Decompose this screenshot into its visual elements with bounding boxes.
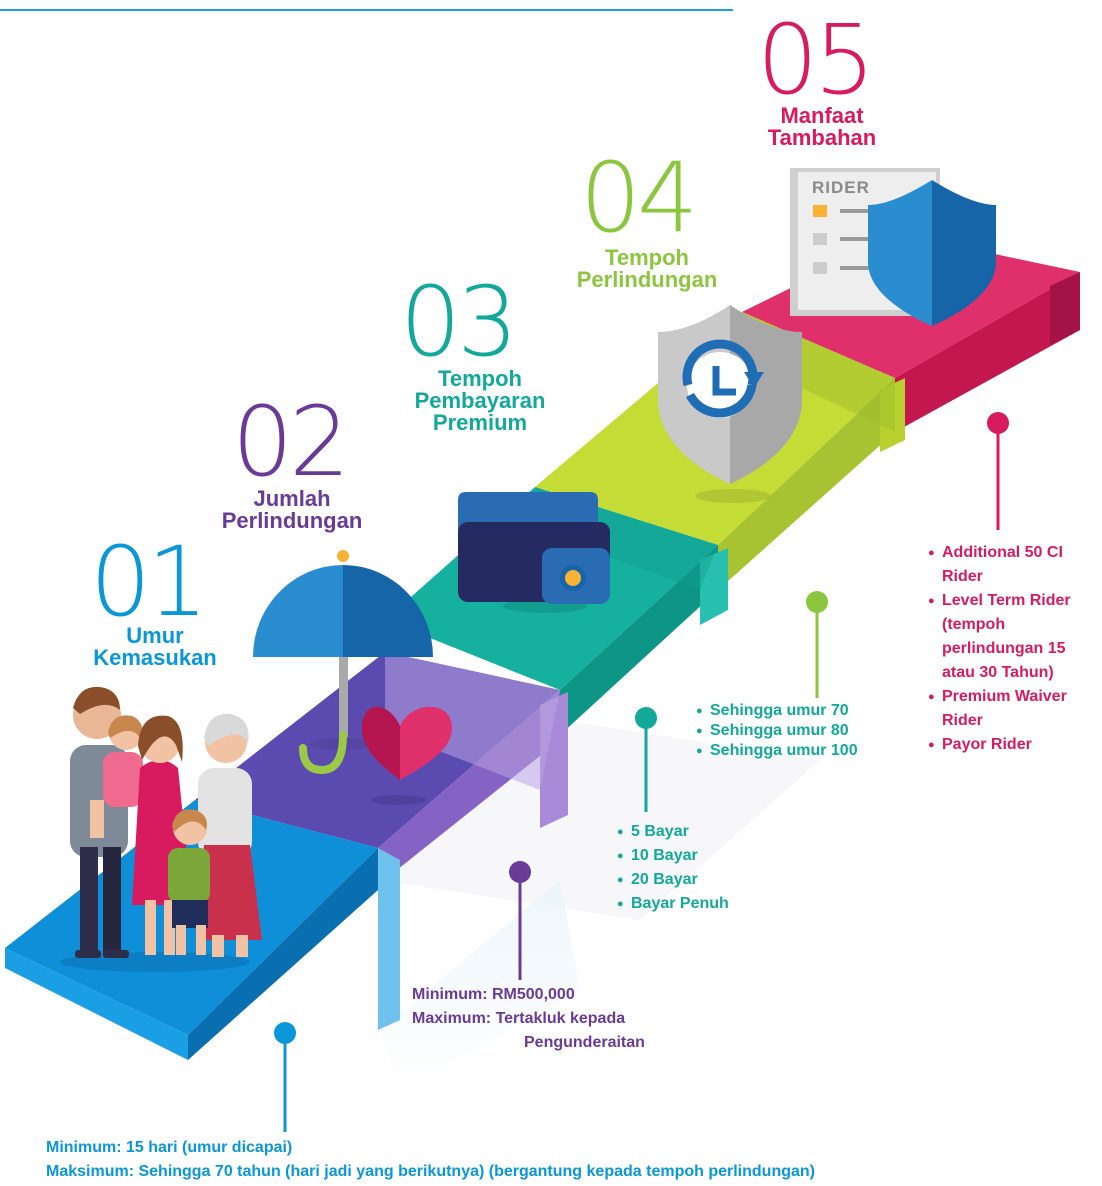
wallet-icon <box>458 492 610 613</box>
list-item: 20 Bayar <box>617 868 797 892</box>
list-item: Additional 50 CI Rider <box>928 541 1098 589</box>
step-3-number: 03 <box>400 266 518 378</box>
list-item: Bayar Penuh <box>617 892 797 916</box>
step-1-number: 01 <box>90 526 208 638</box>
list-item: Level Term Rider (tempoh perlindungan 15… <box>928 589 1098 685</box>
sum-assured-max: Maximum: Tertakluk kepada <box>412 1010 626 1027</box>
pin-step-3 <box>635 707 657 812</box>
list-item: Payor Rider <box>928 733 1098 757</box>
umbrella-icon <box>253 550 433 775</box>
top-rule <box>0 9 733 11</box>
family-illustration <box>60 686 262 972</box>
pin-step-2 <box>509 861 531 980</box>
sum-assured-max-cont: Pengunderaitan <box>524 1034 645 1051</box>
rider-card-label: RIDER <box>812 178 870 197</box>
step-4-number: 04 <box>580 142 698 254</box>
list-item: Sehingga umur 100 <box>696 741 916 761</box>
blue-shield-icon <box>868 180 996 326</box>
pin-step-1 <box>274 1022 296 1132</box>
list-item: 5 Bayar <box>617 820 797 844</box>
pin-step-4 <box>806 591 828 698</box>
payment-term-list: 5 Bayar 10 Bayar 20 Bayar Bayar Penuh <box>617 820 797 916</box>
coverage-term-list: Sehingga umur 70 Sehingga umur 80 Sehing… <box>696 701 916 761</box>
step-5-number: 05 <box>757 4 875 116</box>
step-2-number: 02 <box>232 386 350 498</box>
entry-age-min: Minimum: 15 hari (umur dicapai) <box>46 1139 293 1156</box>
list-item: Premium Waiver Rider <box>928 685 1098 733</box>
entry-age-details: Minimum: 15 hari (umur dicapai) Maksimum… <box>46 1136 1096 1184</box>
rider-list: Additional 50 CI Rider Level Term Rider … <box>928 541 1098 757</box>
list-item: 10 Bayar <box>617 844 797 868</box>
sum-assured-min: Minimum: RM500,000 <box>412 986 575 1003</box>
list-item: Sehingga umur 70 <box>696 701 916 721</box>
heart-icon <box>362 706 452 805</box>
entry-age-max: Maksimum: Sehingga 70 tahun (hari jadi y… <box>46 1163 815 1180</box>
sum-assured-details: Minimum: RM500,000 Maximum: Tertakluk ke… <box>412 983 732 1055</box>
clock-shield-icon <box>658 305 802 503</box>
list-item: Sehingga umur 80 <box>696 721 916 741</box>
pin-step-5 <box>987 412 1009 530</box>
